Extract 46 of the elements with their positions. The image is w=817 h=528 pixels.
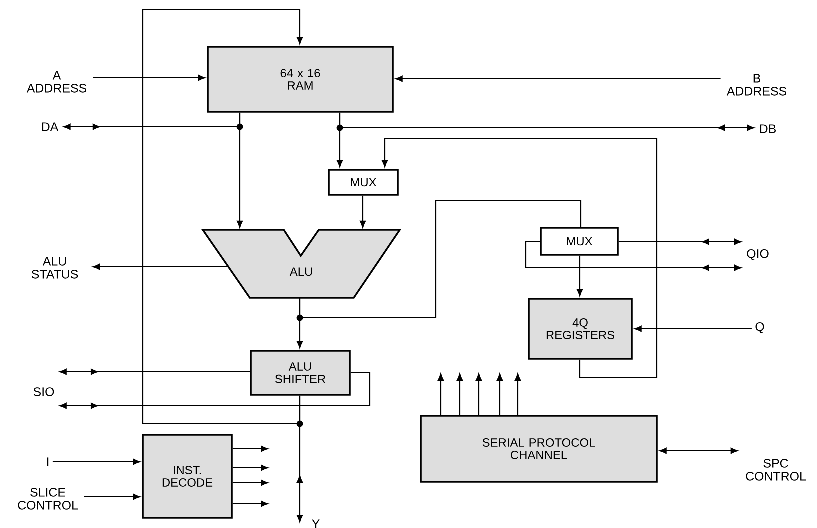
- function-block: 64 x 16 RAM: [207, 46, 394, 113]
- function-block: INST. DECODE: [142, 434, 233, 519]
- mux-box: MUX: [328, 169, 399, 196]
- mux-box: MUX: [540, 227, 619, 256]
- arrow: [438, 374, 444, 416]
- bus-line: [60, 372, 371, 410]
- arrow: [52, 458, 140, 466]
- function-block: 4Q REGISTERS: [528, 298, 633, 360]
- signal-label: SIO: [34, 388, 54, 396]
- arrow: [142, 9, 304, 425]
- arrow: [92, 264, 228, 270]
- arrow: [232, 480, 268, 486]
- arrow: [382, 138, 658, 379]
- signal-label: SLICE CONTROL: [18, 488, 78, 510]
- bus-line: [60, 368, 250, 376]
- bus-line: [660, 448, 738, 454]
- bus-line: [618, 238, 742, 246]
- signal-label: B ADDRESS: [726, 74, 787, 96]
- signal-label: QIO: [747, 249, 769, 261]
- arrow: [456, 374, 464, 416]
- function-block: SERIAL PROTOCOL CHANNEL: [420, 415, 658, 483]
- signal-label: DB: [760, 124, 776, 134]
- arrow: [634, 326, 752, 332]
- arrow: [476, 374, 482, 416]
- signal-label: DA: [42, 122, 59, 132]
- signal-label: Q: [756, 322, 764, 334]
- arrow: [576, 256, 584, 296]
- arrow: [84, 494, 140, 500]
- signal-label: A ADDRESS: [26, 71, 87, 93]
- signal-label: SPC CONTROL: [746, 459, 806, 481]
- arrow: [396, 76, 721, 82]
- arrow: [514, 374, 522, 416]
- arrow: [232, 464, 268, 472]
- signal-label: ALU STATUS: [32, 257, 78, 279]
- arrow: [93, 74, 206, 82]
- arrow: [496, 374, 504, 416]
- function-block: ALU SHIFTER: [250, 350, 351, 396]
- arrow: [232, 500, 268, 508]
- signal-label: I: [47, 458, 49, 466]
- connector: [299, 200, 582, 319]
- arrow: [336, 112, 344, 168]
- arrow: [232, 446, 268, 452]
- signal-label: Y: [312, 520, 320, 528]
- bus-line: [525, 241, 742, 272]
- arrow: [236, 112, 244, 228]
- arrow: [360, 196, 366, 228]
